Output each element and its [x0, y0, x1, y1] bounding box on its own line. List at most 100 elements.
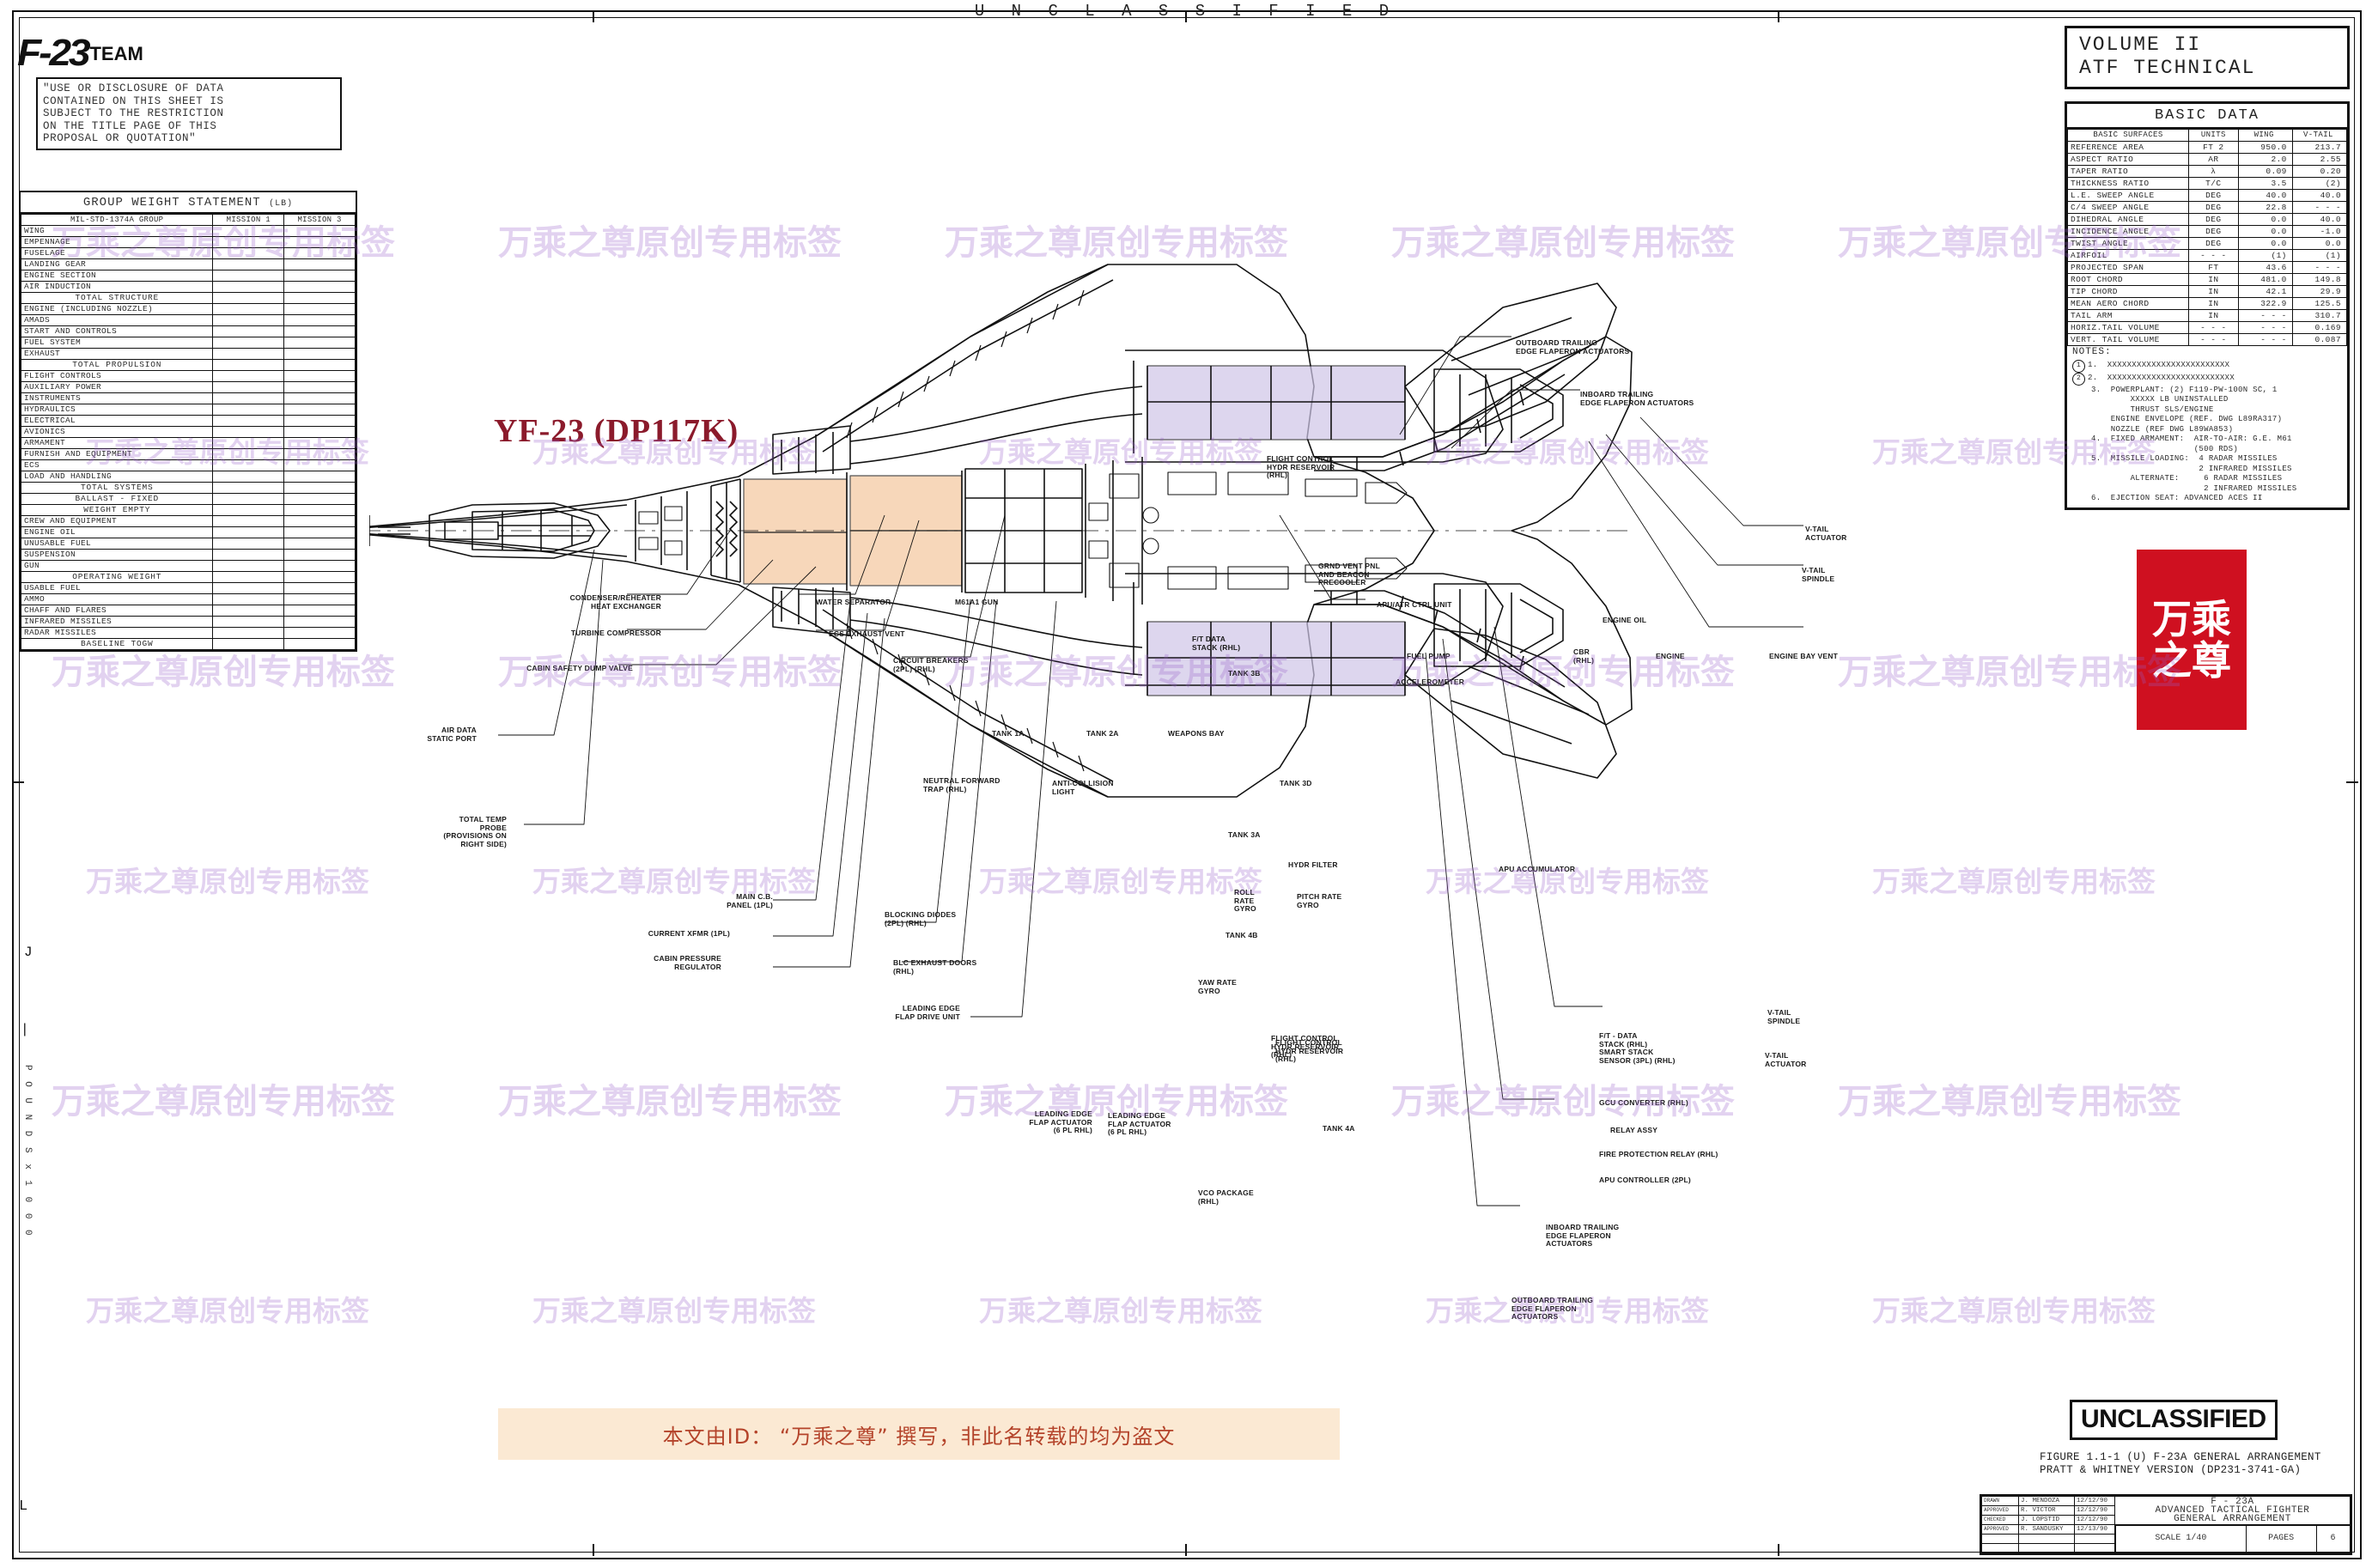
table-row: WING	[20, 225, 356, 237]
drawing-callout: V-TAIL ACTUATOR	[1765, 1051, 1807, 1068]
table-row	[1981, 1543, 2351, 1553]
weight-row-label: ELECTRICAL	[20, 415, 214, 427]
weight-mission-3-value	[283, 337, 356, 349]
drawing-callout: ACCELEROMETER	[1396, 678, 1465, 686]
basic-data-units: - - -	[2188, 321, 2239, 334]
table-row: ENGINE SECTION	[20, 270, 356, 282]
drawing-callout: FIRE PROTECTION RELAY (RHL)	[1599, 1150, 1718, 1158]
weight-col-header: MISSION 1	[212, 214, 285, 226]
weight-mission-3-value	[283, 381, 356, 393]
drawing-callout: CABIN PRESSURE REGULATOR	[654, 954, 721, 971]
basic-data-title: BASIC DATA	[2067, 104, 2347, 129]
signature-role	[1981, 1534, 2019, 1544]
basic-data-label: L.E. SWEEP ANGLE	[2066, 189, 2190, 202]
table-row: INSTRUMENTS	[20, 392, 356, 404]
drawing-callout: TANK 4A	[1323, 1124, 1355, 1133]
weight-row-label: START AND CONTROLS	[20, 325, 214, 337]
right-data-panel: VOLUME II ATF TECHNICAL BASIC DATA BASIC…	[2065, 26, 2350, 510]
weight-mission-1-value	[212, 359, 285, 371]
weight-mission-3-value	[283, 236, 356, 248]
weight-mission-1-value	[212, 426, 285, 438]
drawing-callout: TOTAL TEMP PROBE (PROVISIONS ON RIGHT SI…	[443, 815, 507, 848]
table-row: UNUSABLE FUEL	[20, 538, 356, 550]
pages-label: PAGES	[2245, 1525, 2317, 1553]
basic-data-label: THICKNESS RATIO	[2066, 177, 2190, 190]
weight-mission-1-value	[212, 482, 285, 494]
basic-data-vtail-value: 2.55	[2291, 153, 2348, 166]
drawing-callout: RELAY ASSY	[1610, 1126, 1658, 1134]
page-title: YF-23 (DP117K)	[494, 413, 739, 449]
weight-mission-3-value	[283, 314, 356, 326]
drawing-callout: NEUTRAL FORWARD TRAP (RHL)	[923, 776, 1000, 793]
weight-mission-3-value	[283, 303, 356, 315]
weight-mission-1-value	[212, 325, 285, 337]
drawing-callout: OUTBOARD TRAILING EDGE FLAPERON ACTUATOR…	[1516, 338, 1630, 356]
weight-row-label: CHAFF AND FLARES	[20, 605, 214, 617]
basic-data-vtail-value: 0.169	[2291, 321, 2348, 334]
weight-mission-3-value	[283, 571, 356, 583]
weight-mission-3-value	[283, 348, 356, 360]
basic-data-label: DIHEDRAL ANGLE	[2066, 213, 2190, 226]
weight-row-label: UNUSABLE FUEL	[20, 538, 214, 550]
basic-data-vtail-value: 40.0	[2291, 189, 2348, 202]
table-row: FURNISH AND EQUIPMENT	[20, 448, 356, 460]
table-row: ELECTRICAL	[20, 415, 356, 427]
drawing-callout: F/T - DATA STACK (RHL) SMART STACK SENSO…	[1599, 1031, 1676, 1065]
basic-data-wing-value: 40.0	[2237, 189, 2293, 202]
basic-data-units: IN	[2188, 309, 2239, 322]
bottom-note-watermark: 本文由ID： “万乘之尊” 撰写，非此名转载的均为盗文	[498, 1408, 1340, 1460]
weight-row-label: EXHAUST	[20, 348, 214, 360]
drawing-callout: INBOARD TRAILING EDGE FLAPERON ACTUATORS	[1546, 1223, 1620, 1248]
drawing-callout: M61A1 GUN	[955, 598, 999, 606]
weight-row-label: RADAR MISSILES	[20, 627, 214, 639]
table-row: START AND CONTROLS	[20, 325, 356, 337]
weight-row-label: LOAD AND HANDLING	[20, 471, 214, 483]
weight-row-label: WING	[20, 225, 214, 237]
table-row: FUSELAGE	[20, 247, 356, 259]
weight-row-label: INSTRUMENTS	[20, 392, 214, 404]
basic-data-wing-value: 0.0	[2237, 237, 2293, 250]
table-row: LANDING GEAR	[20, 258, 356, 270]
table-row: ARMAMENT	[20, 437, 356, 449]
drawing-callout: GRND VENT PNL AND BEACON PRECOOLER	[1318, 562, 1381, 586]
basic-data-wing-value: - - -	[2237, 333, 2293, 346]
signature-date: 12/12/90	[2074, 1505, 2115, 1516]
weight-mission-3-value	[283, 404, 356, 416]
weight-mission-1-value	[212, 493, 285, 505]
weight-mission-1-value	[212, 258, 285, 270]
weight-mission-1-value	[212, 348, 285, 360]
weight-mission-3-value	[283, 359, 356, 371]
note-item: 6. EJECTION SEAT: ADVANCED ACES II	[2091, 494, 2263, 502]
weight-mission-1-value	[212, 616, 285, 628]
signature-date	[2074, 1543, 2115, 1553]
basic-data-wing-value: 950.0	[2237, 141, 2293, 154]
program-line-2: GENERAL ARRANGEMENT	[2174, 1514, 2291, 1524]
group-weight-statement: GROUP WEIGHT STATEMENT (LB) MIL-STD-1374…	[19, 191, 357, 652]
weight-mission-3-value	[283, 270, 356, 282]
table-row: AMADS	[20, 314, 356, 326]
weight-row-label: USABLE FUEL	[20, 582, 214, 594]
signature-name	[2018, 1534, 2075, 1544]
basic-data-wing-value: (1)	[2237, 249, 2293, 262]
table-row: OPERATING WEIGHT	[20, 571, 356, 583]
volume-line-2: ATF TECHNICAL	[2079, 57, 2256, 79]
basic-data-label: REFERENCE AREA	[2066, 141, 2190, 154]
weight-mission-3-value	[283, 437, 356, 449]
drawing-callout: BLOCKING DIODES (2PL) (RHL)	[885, 910, 957, 927]
weight-mission-3-value	[283, 627, 356, 639]
weight-mission-1-value	[212, 538, 285, 550]
drawing-callout: TANK 3D	[1280, 779, 1312, 787]
weight-units: (LB)	[269, 199, 294, 209]
drawing-callout: FLIGHT CONTROL HYDR RESERVOIR (RHL)	[1275, 1038, 1344, 1063]
weight-row-label: ECS	[20, 459, 214, 471]
basic-data-units: - - -	[2188, 249, 2239, 262]
figure-caption-line-1: FIGURE 1.1-1 (U) F-23A GENERAL ARRANGEME…	[2040, 1451, 2321, 1463]
classification-banner-top: U N C L A S S I F I E D	[974, 2, 1398, 21]
table-row: CREW AND EQUIPMENT	[20, 515, 356, 527]
